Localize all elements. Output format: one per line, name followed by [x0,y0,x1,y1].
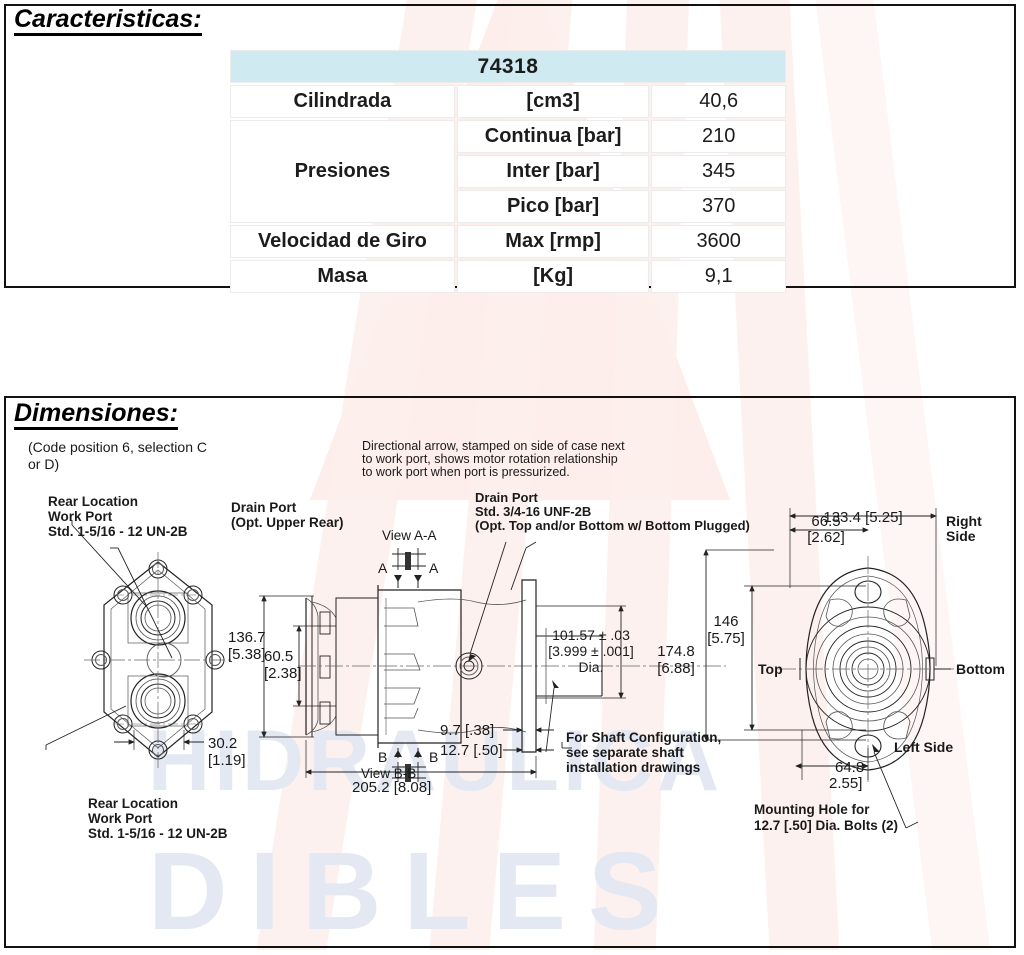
table-row-header: 74318 [230,50,786,83]
drawing-canvas: (Code position 6, selection C or D) Rear… [28,439,1005,841]
table-cell-unit: Inter [bar] [456,155,650,188]
table-cell-value: 3600 [651,225,786,258]
dim-146-inch: [5.75] [707,630,745,647]
note-mounting-hole-line2: 12.7 [.50] Dia. Bolts (2) [754,818,898,833]
table-row: Velocidad de Giro Max [rmp] 3600 [230,225,786,258]
label-section-b-left: B [378,749,387,765]
label-right-side-line1: Right [946,513,982,529]
table-cell-value: 345 [651,155,786,188]
table-row: Cilindrada [cm3] 40,6 [230,85,786,118]
note-drain-upper-line1: Drain Port [231,500,297,515]
dim-dia-label: Dia. [579,659,604,675]
table-cell-label: Velocidad de Giro [230,225,455,258]
note-shaft-config-line1: For Shaft Configuration, [566,730,721,745]
note-rear-port-top-line1: Rear Location [48,494,138,509]
dim-60-5: 60.5 [264,648,293,665]
note-shaft-config-line2: see separate shaft [566,745,684,760]
label-top: Top [758,661,783,677]
dim-174-8-inch: [6.88] [657,660,695,677]
label-view-aa: View A-A [382,528,437,543]
table-cell-unit: Pico [bar] [456,190,650,223]
dim-136-7: 136.7 [228,629,266,646]
drawing-geometry [45,508,954,829]
dim-101-57: 101.57 ± .03 [552,627,630,643]
note-drain-std-line3: (Opt. Top and/or Bottom w/ Bottom Plugge… [475,518,750,533]
table-cell-unit: [Kg] [456,260,650,293]
label-section-a-left: A [378,560,388,576]
dim-60-5-inch: [2.38] [264,665,302,682]
note-directional-line3: to work port when port is pressurized. [362,465,570,479]
note-rear-port-top-line3: Std. 1-5/16 - 12 UN-2B [48,524,188,539]
table-cell-value: 40,6 [651,85,786,118]
table-header-model: 74318 [230,50,786,83]
dim-64-8-inch: 2.55] [829,775,862,792]
note-rear-port-top-line2: Work Port [48,509,113,524]
technical-drawing: (Code position 6, selection C or D) Rear… [6,430,1010,942]
dim-66-5: 66.5 [811,513,840,530]
dim-30-2: 30.2 [208,735,237,752]
note-directional-line1: Directional arrow, stamped on side of ca… [362,439,625,453]
dim-9-7: 9.7 [.38] [440,722,494,739]
note-code-position-line2: or D) [28,456,59,472]
dim-66-5-inch: [2.62] [807,529,845,546]
table-row: Presiones Continua [bar] 210 [230,120,786,223]
note-drain-std-line1: Drain Port [475,490,539,505]
specifications-table: 74318 Cilindrada [cm3] 40,6 Presiones Co… [228,48,788,295]
note-shaft-config-line3: installation drawings [566,760,700,775]
table-cell-label: Cilindrada [230,85,455,118]
note-code-position-line1: (Code position 6, selection C [28,439,207,455]
table-cell-unit: Continua [bar] [456,120,650,153]
label-section-a-right: A [429,560,439,576]
table-cell-value: 9,1 [651,260,786,293]
table-cell-label: Presiones [230,120,455,223]
dim-146: 146 [713,613,738,630]
table-cell-label: Masa [230,260,455,293]
note-rear-port-bottom-line3: Std. 1-5/16 - 12 UN-2B [88,826,228,841]
label-left-side: Left Side [894,739,953,755]
note-mounting-hole-line1: Mounting Hole for [754,802,870,817]
note-rear-port-bottom-line2: Work Port [88,811,153,826]
dim-64-8: 64.8 [835,759,864,776]
dim-101-57-inch: [3.999 ± .001] [548,643,634,659]
page-title-characteristics: Caracteristicas: [14,6,202,37]
table-cell-value: 370 [651,190,786,223]
table-row: Masa [Kg] 9,1 [230,260,786,293]
label-right-side-line2: Side [946,528,976,544]
label-section-b-right: B [429,749,438,765]
note-directional-line2: to work port, shows motor rotation relat… [362,452,618,466]
dim-136-7-inch: [5.38] [228,646,266,663]
dim-30-2-inch: [1.19] [208,752,246,769]
label-bottom: Bottom [956,661,1005,677]
note-drain-std-line2: Std. 3/4-16 UNF-2B [475,504,591,519]
dim-174-8: 174.8 [657,643,695,660]
dim-12-7: 12.7 [.50] [440,742,503,759]
table-cell-unit: Max [rmp] [456,225,650,258]
rear-flange-view [45,520,234,768]
table-cell-unit: [cm3] [456,85,650,118]
note-drain-upper-line2: (Opt. Upper Rear) [231,515,344,530]
dim-205-2: 205.2 [8.08] [352,779,431,796]
page-title-dimensions: Dimensiones: [14,400,178,431]
table-cell-value: 210 [651,120,786,153]
note-rear-port-bottom-line1: Rear Location [88,796,178,811]
